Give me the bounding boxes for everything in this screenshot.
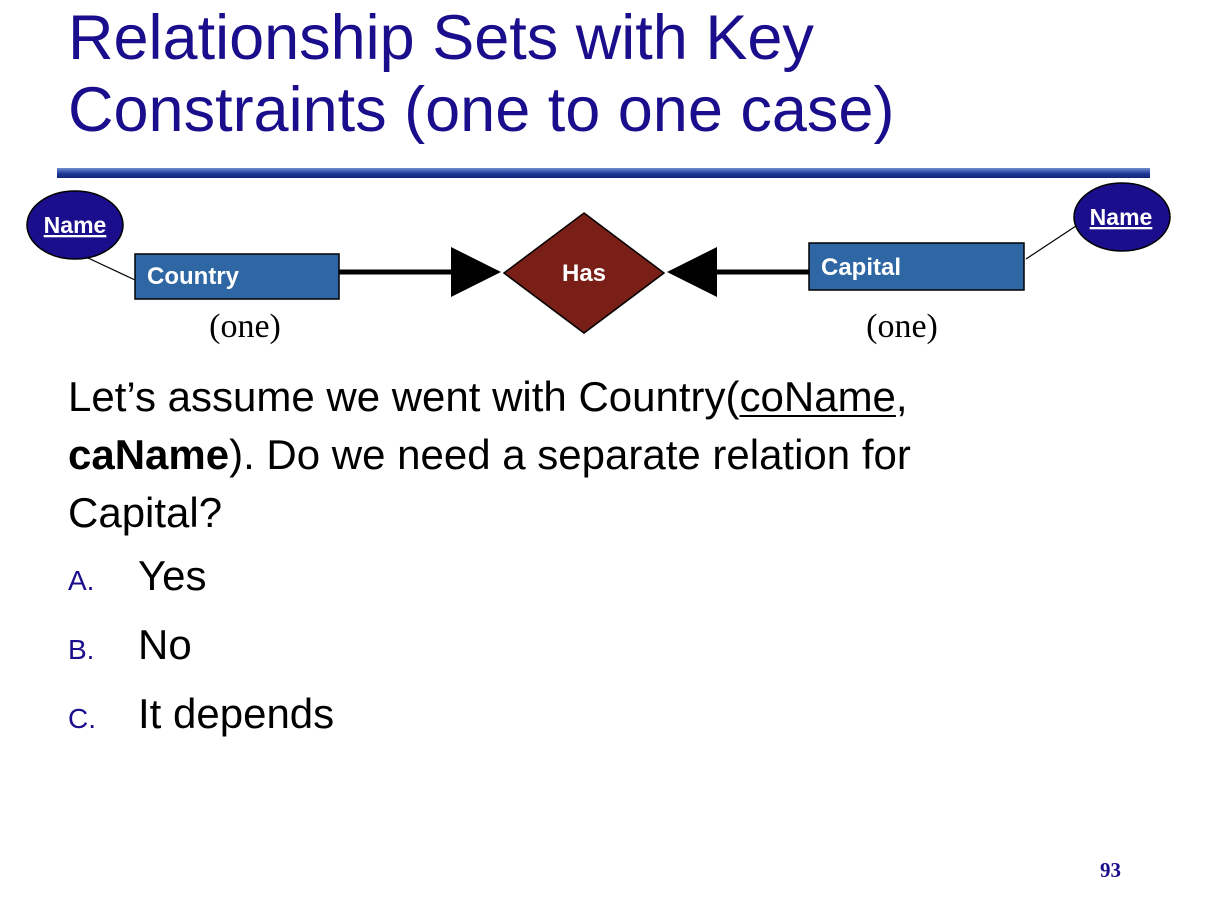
primary-key-attribute: coName (739, 373, 896, 420)
entity-country-label: Country (147, 263, 240, 290)
relationship-has: Has (502, 212, 666, 334)
option-text: It depends (138, 690, 335, 737)
right-attribute-connector (1025, 221, 1083, 260)
bold-attribute: caName (68, 431, 230, 478)
entity-country: Country (134, 253, 340, 300)
attribute-country-name-label: Name (44, 212, 107, 238)
answer-option-a[interactable]: A. Yes (68, 552, 207, 608)
option-letter: A. (68, 565, 95, 596)
entity-country-box (134, 253, 340, 300)
cardinality-right-label: (one) (866, 308, 938, 345)
relationship-has-diamond (502, 212, 666, 334)
attribute-country-name-ellipse (26, 190, 124, 260)
title-underline (57, 168, 1150, 178)
attribute-capital-name-ellipse (1073, 182, 1171, 252)
question-part-3: ). Do we need a separate relation for Ca… (68, 431, 911, 536)
option-text: No (138, 621, 192, 668)
entity-capital: Capital (808, 242, 1025, 291)
relationship-has-label: Has (562, 260, 606, 287)
option-letter: B. (68, 634, 95, 665)
entity-capital-label: Capital (821, 254, 901, 281)
entity-capital-box (808, 242, 1025, 291)
question-part-1: Let’s assume we went with Country( (68, 373, 740, 420)
cardinality-left-label: (one) (209, 308, 281, 345)
answer-option-b[interactable]: B. No (68, 621, 192, 677)
answer-option-c[interactable]: C. It depends (68, 690, 334, 746)
option-letter: C. (68, 703, 96, 734)
question-text: Let’s assume we went with Country(coName… (68, 368, 1068, 542)
slide-number: 93 (1100, 858, 1121, 882)
option-text: Yes (138, 552, 207, 599)
question-part-2: , (895, 373, 908, 420)
slide-title: Relationship Sets with Key Constraints (… (68, 3, 895, 145)
attribute-capital-name-label: Name (1090, 204, 1153, 230)
attribute-capital-name: Name (1073, 182, 1171, 252)
left-attribute-connector (87, 257, 136, 281)
er-diagram: Country Capital Has Name Name (one) (one… (26, 182, 1171, 345)
attribute-country-name: Name (26, 190, 124, 260)
